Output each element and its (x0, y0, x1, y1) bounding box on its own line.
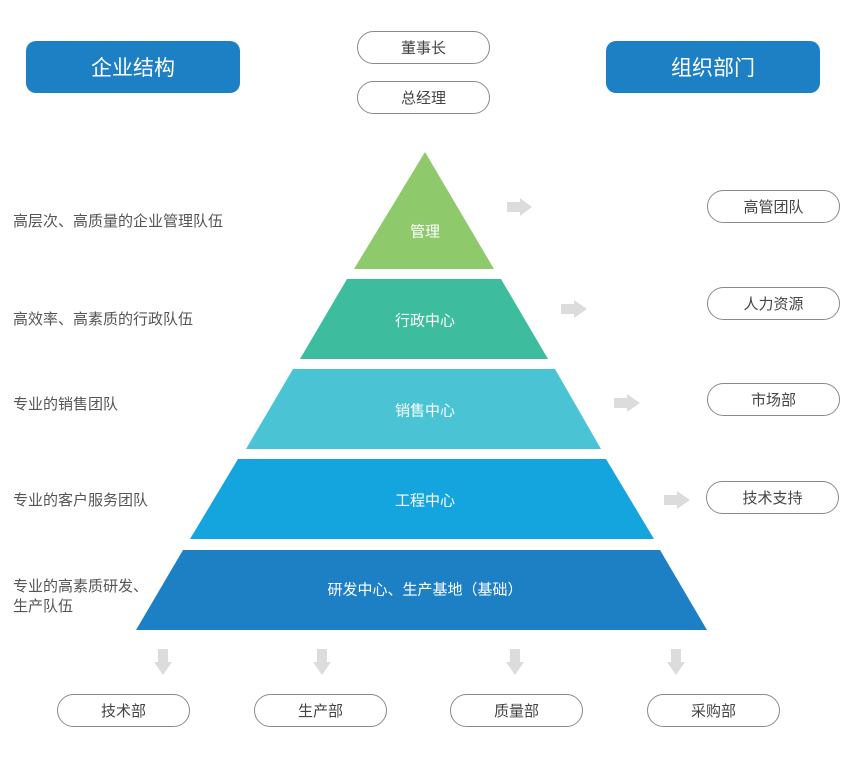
dept-marketing: 市场部 (707, 383, 840, 416)
level-label-admin: 行政中心 (394, 311, 456, 330)
level-label-sales: 销售中心 (394, 401, 456, 420)
role-chairman: 董事长 (357, 31, 490, 64)
arrow-down-icon (313, 649, 331, 675)
dept-tech-support: 技术支持 (706, 481, 839, 514)
dept-quality: 质量部 (450, 694, 583, 727)
description-management: 高层次、高质量的企业管理队伍 (13, 212, 224, 230)
arrow-right-icon (664, 491, 690, 509)
description-rd-line2: 生产队伍 (13, 597, 74, 615)
description-admin: 高效率、高素质的行政队伍 (13, 310, 194, 328)
role-general-manager: 总经理 (357, 81, 490, 114)
enterprise-structure-header: 企业结构 (26, 41, 240, 93)
arrow-down-icon (154, 649, 172, 675)
level-label-engineering: 工程中心 (394, 491, 456, 510)
pyramid-level-5 (136, 550, 707, 630)
pyramid-level-1 (354, 152, 494, 269)
pyramid-level-3 (246, 369, 601, 449)
dept-production: 生产部 (254, 694, 387, 727)
arrow-down-icon (667, 649, 685, 675)
arrow-right-icon (614, 394, 640, 412)
description-sales: 专业的销售团队 (13, 395, 119, 413)
level-label-rd-production: 研发中心、生产基地（基础） (327, 580, 523, 599)
dept-executive-team: 高管团队 (707, 190, 840, 223)
description-rd-line1: 专业的高素质研发、 (13, 577, 149, 595)
dept-human-resources: 人力资源 (707, 287, 840, 320)
pyramid-level-2 (300, 279, 548, 359)
arrow-right-icon (561, 300, 587, 318)
dept-technology: 技术部 (57, 694, 190, 727)
level-label-management: 管理 (409, 222, 441, 241)
description-engineering: 专业的客户服务团队 (13, 491, 149, 509)
arrow-down-icon (506, 649, 524, 675)
organization-departments-header: 组织部门 (606, 41, 820, 93)
pyramid-level-4 (190, 459, 654, 539)
dept-purchasing: 采购部 (647, 694, 780, 727)
arrow-right-icon (507, 198, 532, 216)
